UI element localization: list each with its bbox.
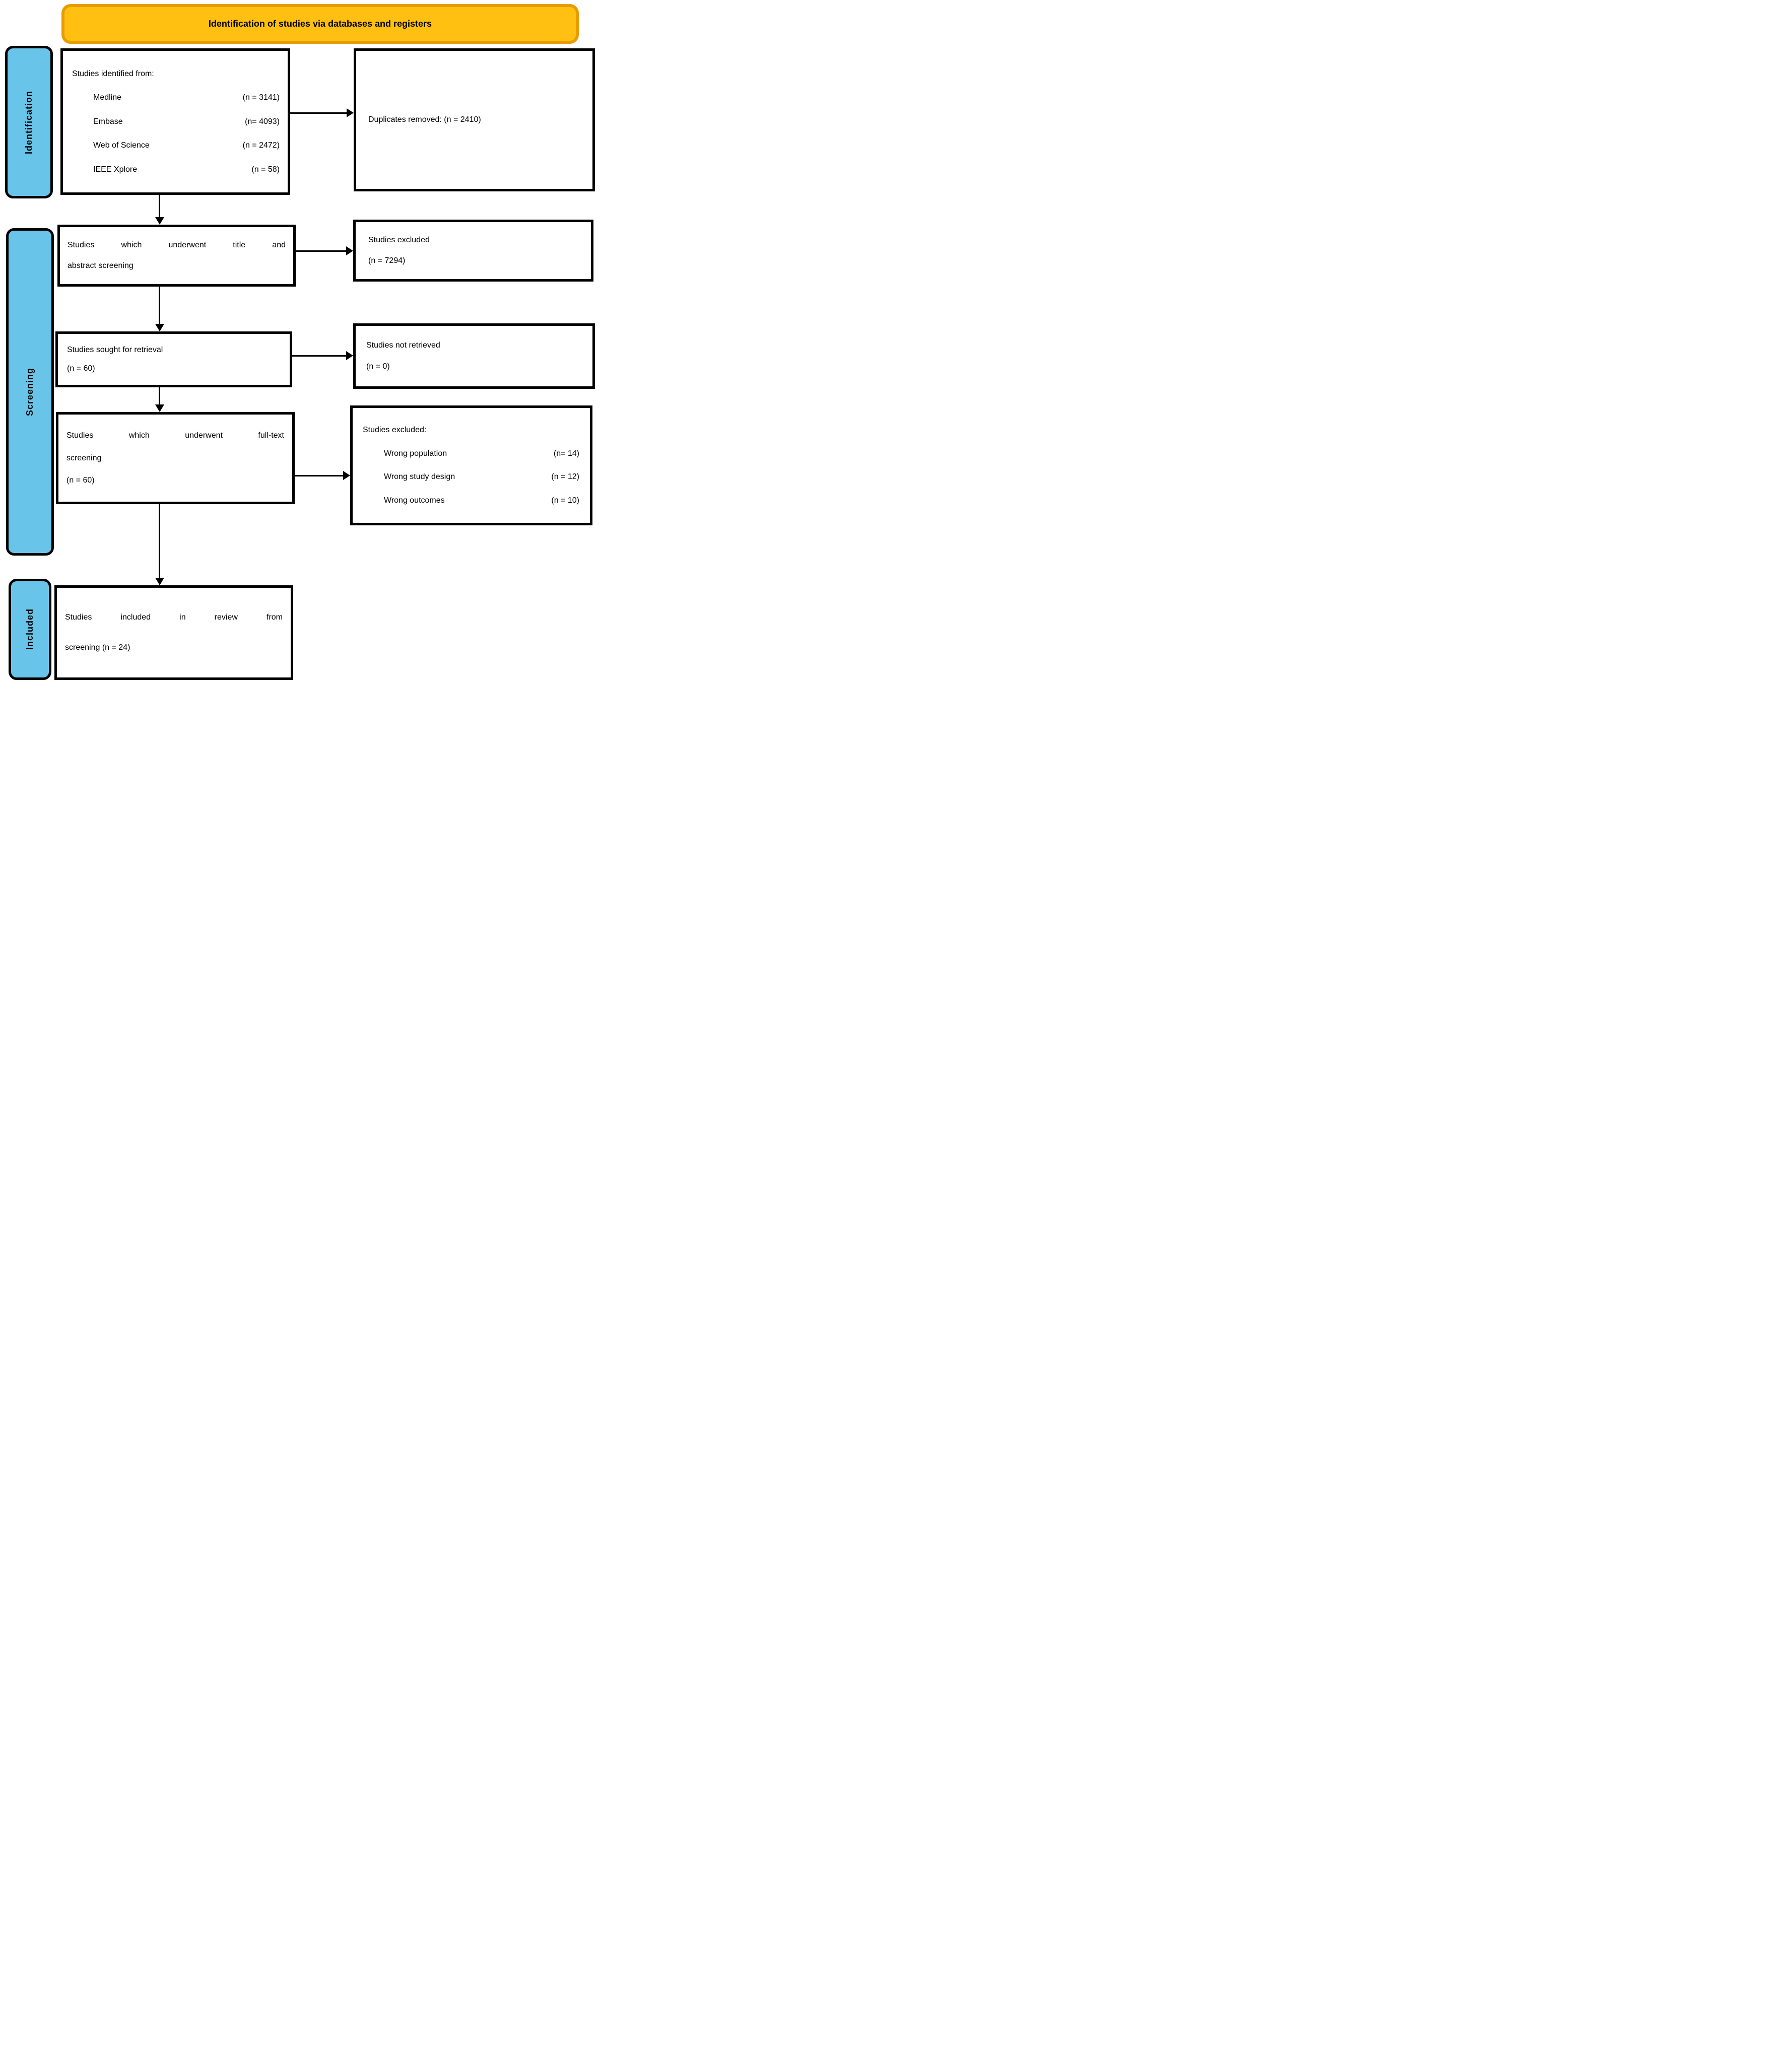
sought-line2: (n = 60) (67, 364, 95, 373)
prisma-flow-diagram: Identification of studies via databases … (0, 0, 598, 683)
not-retrieved-line1: Studies not retrieved (366, 340, 440, 350)
arrow-identified-to-duplicates-head (347, 108, 354, 117)
reason-count: (n = 10) (551, 496, 579, 505)
arrow-fulltext-to-included-line (159, 504, 160, 578)
reason-name: Wrong population (384, 449, 447, 458)
arrow-sought-to-not-retrieved-head (346, 351, 353, 360)
box-fulltext-screening: Studies which underwent full-text screen… (56, 412, 295, 504)
box-studies-excluded-fulltext: Studies excluded: Wrong population (n= 1… (350, 405, 592, 525)
excluded-screening-line1: Studies excluded (368, 236, 430, 245)
reason-count: (n = 12) (551, 472, 579, 482)
arrow-sought-to-not-retrieved-line (292, 355, 347, 357)
title-abstract-line1: Studies which underwent title and (68, 241, 286, 250)
arrow-title-abstract-to-excluded-head (346, 246, 353, 255)
arrow-title-abstract-to-excluded-line (296, 250, 347, 252)
identified-title: Studies identified from: (72, 69, 154, 78)
included-review-line1: Studies included in review from (65, 613, 283, 622)
box-studies-not-retrieved: Studies not retrieved (n = 0) (353, 323, 595, 389)
stage-screening-label: Screening (25, 367, 35, 417)
arrow-identified-to-title-abstract-line (159, 195, 160, 218)
arrow-fulltext-to-excluded-line (295, 475, 344, 476)
arrow-sought-to-fulltext-line (159, 387, 160, 405)
excluded-fulltext-title: Studies excluded: (363, 426, 427, 435)
stage-identification: Identification (5, 46, 53, 198)
fulltext-line3: (n = 60) (67, 475, 95, 485)
arrow-identified-to-duplicates-line (290, 112, 347, 114)
source-count: (n = 58) (251, 165, 280, 174)
source-count: (n = 2472) (242, 141, 280, 150)
stage-screening: Screening (6, 228, 54, 556)
box-title-abstract-screening: Studies which underwent title and abstra… (57, 225, 296, 287)
stage-identification-label: Identification (24, 90, 34, 154)
identified-source-web-of-science: Web of Science (n = 2472) (93, 141, 288, 151)
arrow-title-abstract-to-sought-head (155, 324, 164, 331)
box-duplicates-removed: Duplicates removed: (n = 2410) (354, 48, 595, 191)
arrow-sought-to-fulltext-head (155, 404, 164, 412)
arrow-fulltext-to-included-head (155, 578, 164, 585)
not-retrieved-line2: (n = 0) (366, 362, 390, 371)
arrow-identified-to-title-abstract-head (155, 217, 164, 225)
box-studies-identified: Studies identified from: Medline (n = 31… (60, 48, 290, 195)
arrow-title-abstract-to-sought-line (159, 287, 160, 324)
source-name: Web of Science (93, 141, 150, 150)
banner-identification-of-studies: Identification of studies via databases … (61, 4, 579, 44)
source-count: (n= 4093) (245, 117, 280, 126)
fulltext-line2: screening (67, 453, 102, 462)
identified-source-medline: Medline (n = 3141) (93, 93, 288, 103)
stage-included: Included (9, 579, 51, 680)
title-abstract-line2: abstract screening (68, 261, 134, 270)
reason-name: Wrong study design (384, 472, 455, 482)
reason-count: (n= 14) (553, 449, 579, 458)
source-name: Embase (93, 117, 123, 126)
identified-source-ieee-xplore: IEEE Xplore (n = 58) (93, 165, 288, 175)
included-review-line2: screening (n = 24) (65, 643, 130, 652)
excluded-reason-wrong-population: Wrong population (n= 14) (384, 449, 590, 459)
fulltext-line1: Studies which underwent full-text (67, 431, 284, 440)
source-name: Medline (93, 93, 122, 102)
duplicates-text: Duplicates removed: (n = 2410) (368, 115, 481, 124)
stage-included-label: Included (25, 608, 35, 650)
excluded-reason-wrong-outcomes: Wrong outcomes (n = 10) (384, 496, 590, 506)
source-name: IEEE Xplore (93, 165, 138, 174)
identified-source-embase: Embase (n= 4093) (93, 117, 288, 127)
box-included-in-review: Studies included in review from screenin… (54, 585, 293, 680)
arrow-fulltext-to-excluded-head (343, 471, 350, 480)
banner-title: Identification of studies via databases … (208, 19, 432, 29)
excluded-screening-line2: (n = 7294) (368, 256, 406, 265)
box-studies-excluded-screening: Studies excluded (n = 7294) (353, 220, 593, 282)
reason-name: Wrong outcomes (384, 496, 445, 505)
source-count: (n = 3141) (242, 93, 280, 102)
sought-line1: Studies sought for retrieval (67, 346, 163, 355)
excluded-reason-wrong-study-design: Wrong study design (n = 12) (384, 472, 590, 482)
box-studies-sought-retrieval: Studies sought for retrieval (n = 60) (55, 331, 292, 387)
